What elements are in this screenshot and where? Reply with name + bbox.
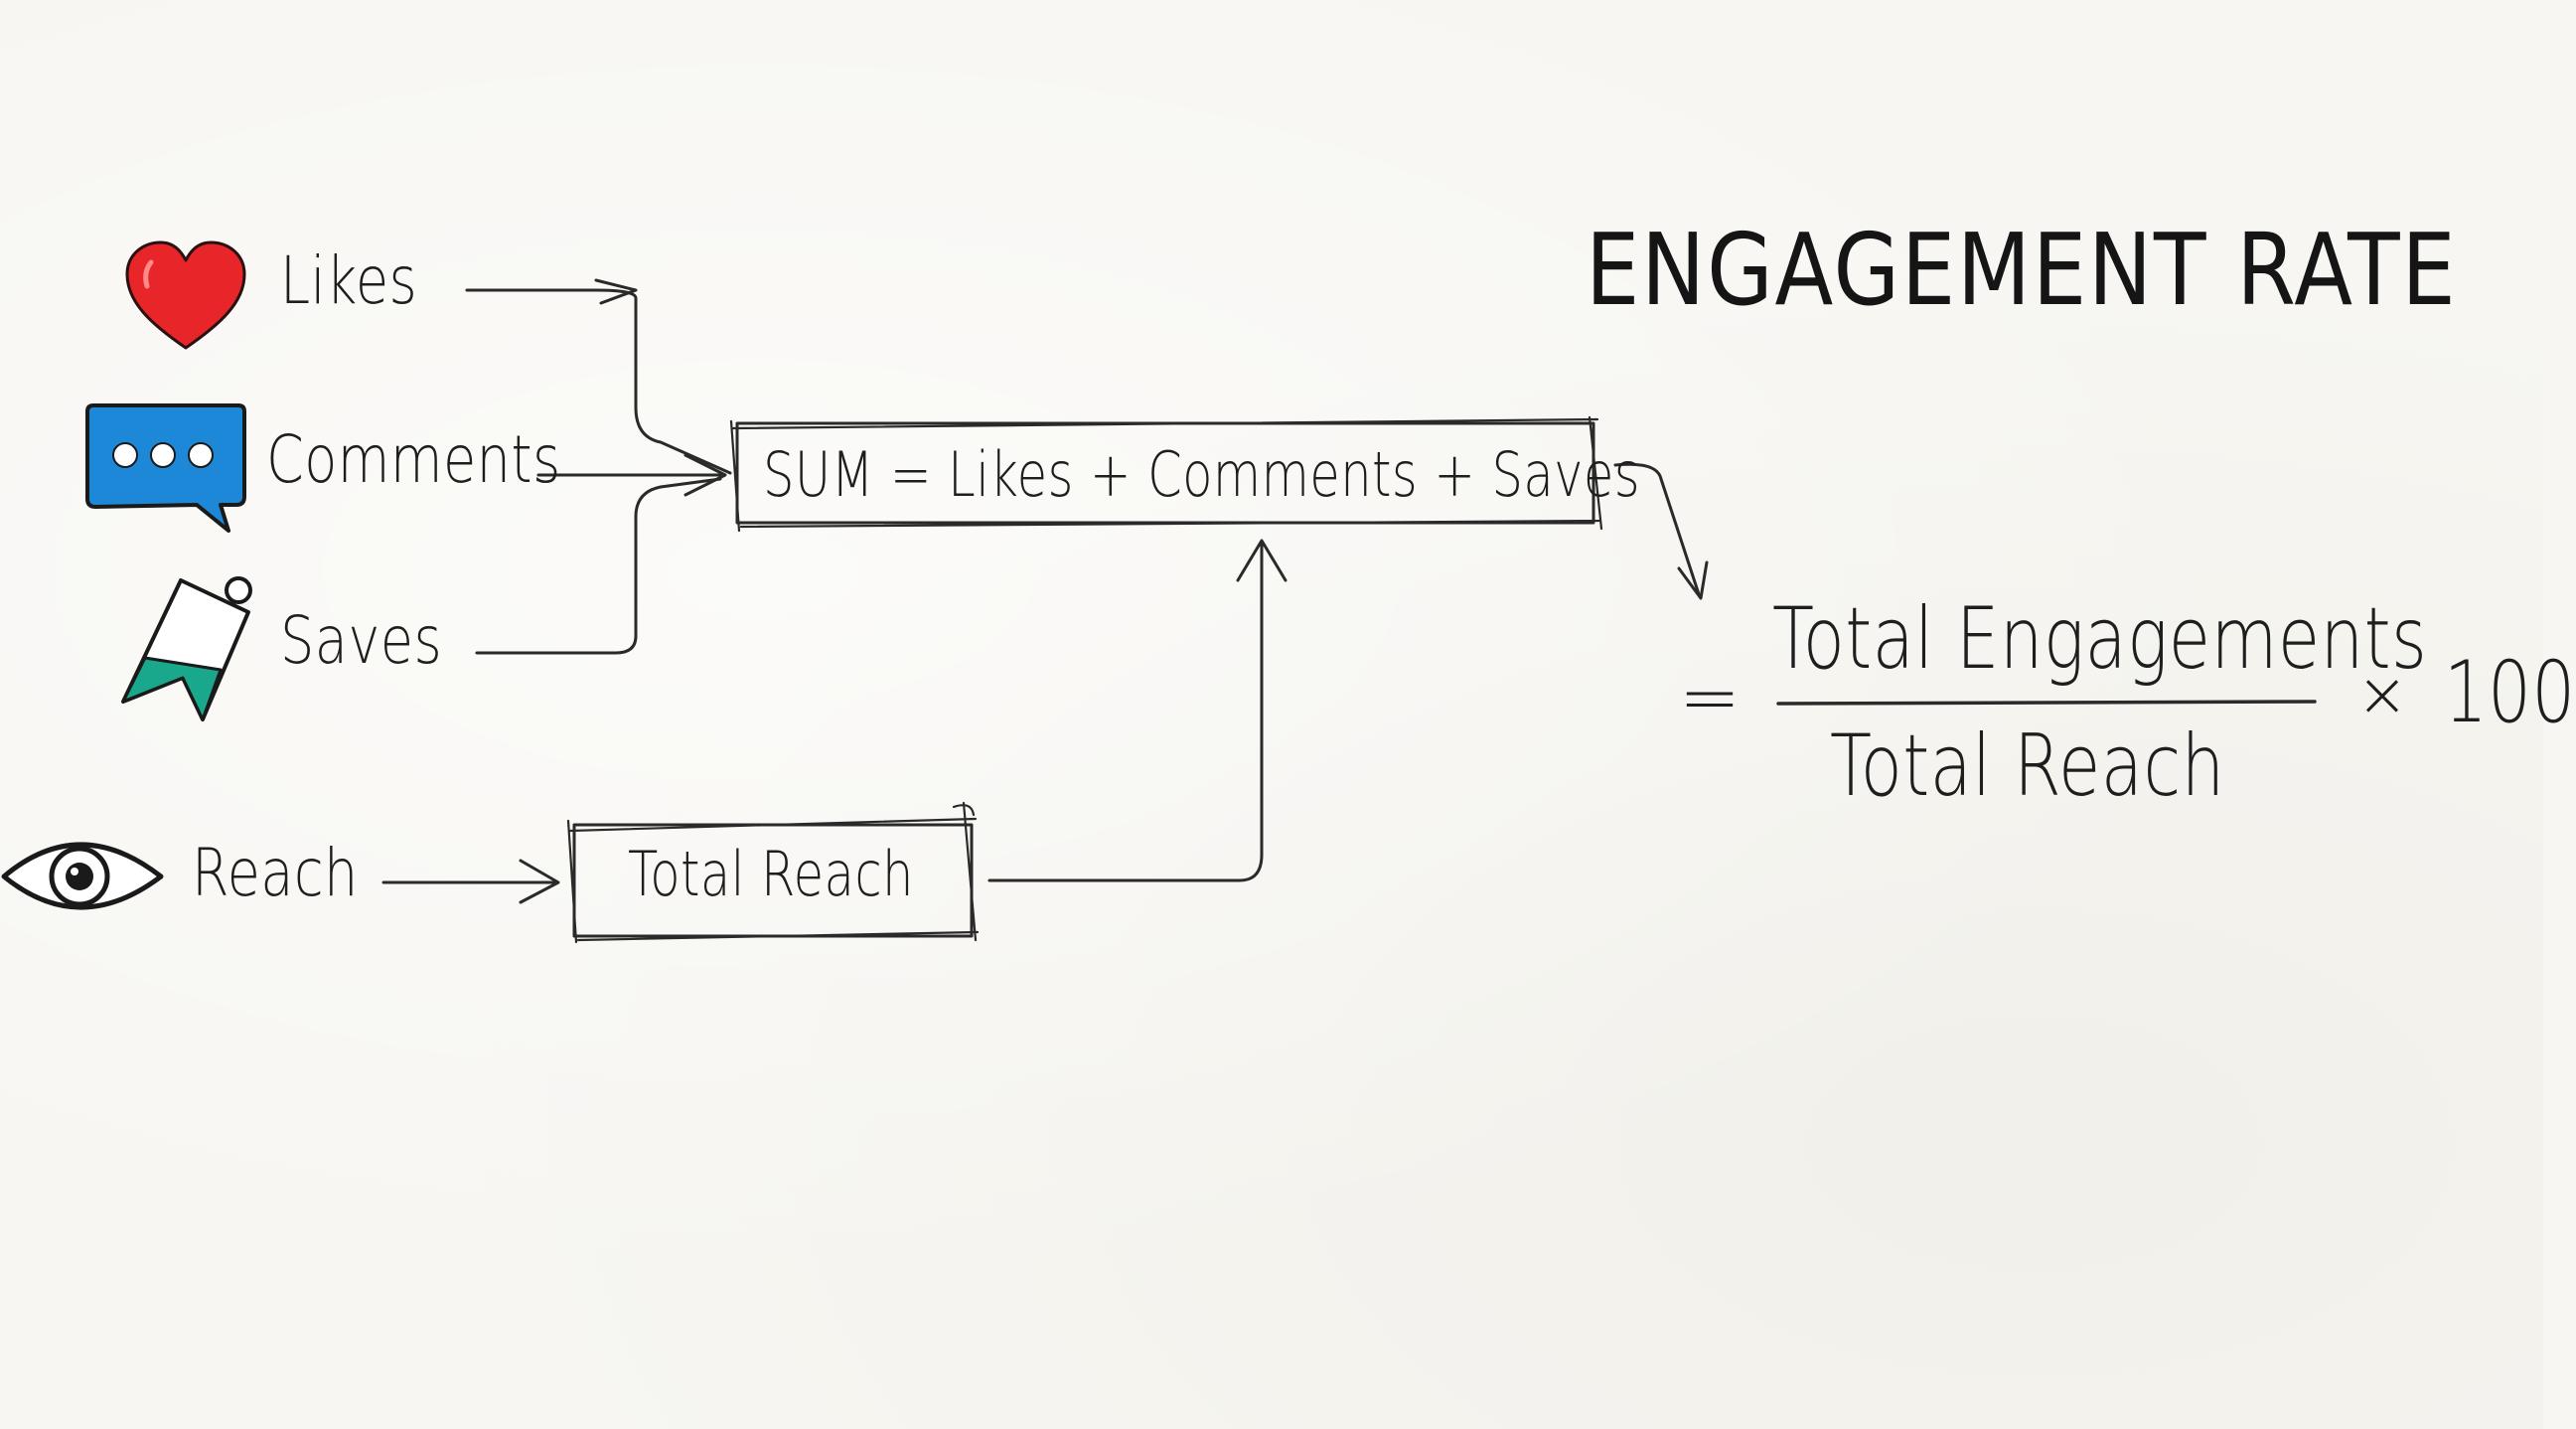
fraction-bar bbox=[1776, 700, 2317, 706]
formula-times: × bbox=[2356, 658, 2409, 730]
formula-numerator: Total Engagements bbox=[1772, 589, 2428, 689]
heart-icon bbox=[125, 240, 246, 350]
reach-to-sum-arrowhead bbox=[1236, 539, 1288, 582]
formula-denominator: Total Reach bbox=[1830, 716, 2225, 816]
sum-box-sketch bbox=[729, 415, 1603, 533]
formula-multiplier: 100 bbox=[2444, 643, 2576, 742]
eye-icon bbox=[1, 842, 164, 910]
reach-to-sum-connector bbox=[987, 543, 1264, 882]
likes-connector-tick bbox=[594, 278, 638, 305]
reach-arrowhead bbox=[519, 859, 560, 904]
sum-to-formula-connector bbox=[1613, 462, 1701, 596]
likes-label: Likes bbox=[280, 242, 418, 319]
likes-connector bbox=[465, 288, 732, 475]
comments-label: Comments bbox=[266, 421, 561, 498]
diagram-title: ENGAGEMENT RATE bbox=[1586, 212, 2458, 328]
formula-equals: = bbox=[1679, 655, 1742, 740]
sum-to-formula-arrowhead bbox=[1677, 560, 1709, 600]
saves-label: Saves bbox=[280, 602, 443, 679]
total-reach-box-text: Total Reach bbox=[628, 838, 914, 910]
sum-box-text: SUM = Likes + Comments + Saves bbox=[763, 438, 1641, 511]
speech-bubble-icon bbox=[85, 403, 246, 533]
reach-box-sketch bbox=[566, 801, 980, 944]
saves-connector bbox=[475, 477, 722, 655]
comments-arrowhead bbox=[683, 453, 727, 497]
reach-label: Reach bbox=[192, 835, 359, 911]
bookmark-icon bbox=[121, 576, 252, 721]
